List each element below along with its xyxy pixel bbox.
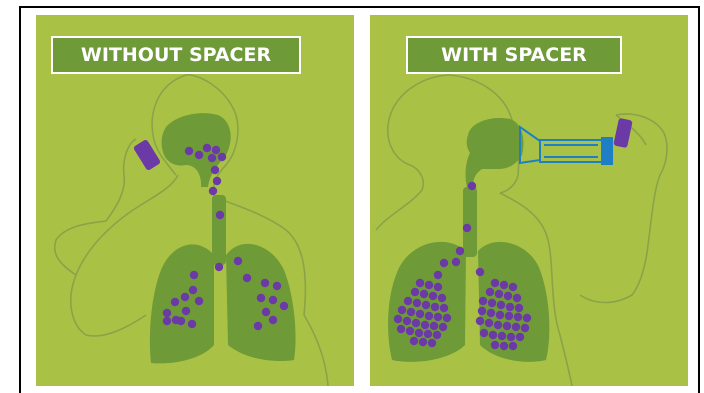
trachea [463, 187, 477, 257]
panel-title-with-spacer: WITH SPACER [406, 36, 622, 74]
mouth-cavity [162, 113, 231, 187]
panel-with-spacer: WITH SPACER [370, 15, 688, 386]
trachea [212, 195, 226, 265]
panel-title-without-spacer: WITHOUT SPACER [51, 36, 301, 74]
inhaler-icon [613, 118, 633, 148]
spacer-icon [520, 127, 612, 164]
airway-anatomy [150, 113, 296, 363]
inhaler-icon [133, 139, 161, 171]
panel-without-spacer: WITHOUT SPACER [36, 15, 354, 386]
mouth-cavity [466, 118, 524, 187]
left-lung [150, 244, 214, 363]
